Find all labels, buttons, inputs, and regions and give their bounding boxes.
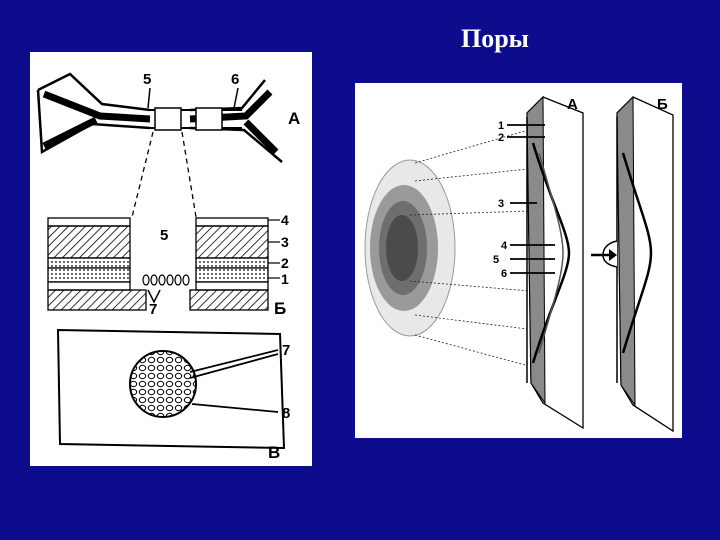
right-label-4: 4 bbox=[501, 240, 508, 252]
label-7-bottom: 7 bbox=[282, 342, 290, 359]
right-label-2: 2 bbox=[498, 132, 504, 144]
projection-lines-right bbox=[409, 130, 531, 366]
slide-title: Поры bbox=[461, 24, 529, 53]
label-section-b-right: Б bbox=[657, 96, 668, 113]
right-label-1: 1 bbox=[498, 120, 504, 132]
label-6-top: 6 bbox=[231, 71, 239, 88]
right-diagram-panel: А Б 1 2 3 4 5 6 bbox=[355, 83, 682, 438]
label-5-top: 5 bbox=[143, 71, 151, 88]
label-section-a-right: А bbox=[567, 96, 578, 113]
cell-wall-b bbox=[602, 95, 674, 433]
label-section-b: Б bbox=[274, 299, 286, 318]
bordered-pore-diagram: А Б 1 2 3 4 5 6 bbox=[364, 95, 674, 433]
pore-structure-diagram: 5 6 А bbox=[36, 71, 300, 462]
layer-label-4: 4 bbox=[281, 212, 289, 228]
section-b-cross-section bbox=[47, 217, 280, 311]
label-channel-7: 7 bbox=[149, 301, 157, 318]
projection-lines bbox=[131, 131, 197, 218]
right-label-3: 3 bbox=[498, 198, 504, 210]
layer-label-3: 3 bbox=[281, 234, 289, 250]
layer-label-1: 1 bbox=[281, 271, 289, 287]
label-section-a: А bbox=[288, 109, 300, 128]
arrow-icon bbox=[591, 249, 617, 261]
cell-wall-a bbox=[507, 95, 584, 430]
label-8-bottom: 8 bbox=[282, 405, 290, 422]
right-label-6: 6 bbox=[501, 268, 507, 280]
section-a-tracheid bbox=[36, 72, 283, 163]
label-section-c: В bbox=[268, 443, 280, 462]
section-c-pore-field bbox=[56, 328, 286, 450]
left-diagram-panel: 5 6 А bbox=[30, 52, 312, 466]
pit-face-view bbox=[364, 159, 456, 337]
right-label-5: 5 bbox=[493, 254, 499, 266]
layer-label-2: 2 bbox=[281, 255, 289, 271]
label-pore-5: 5 bbox=[160, 227, 168, 244]
